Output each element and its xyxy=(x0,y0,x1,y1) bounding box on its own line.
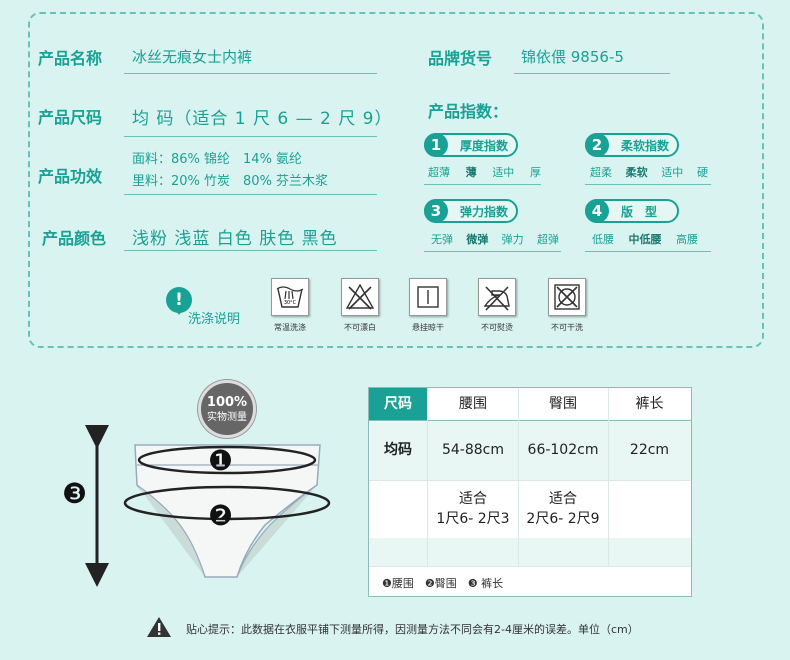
function-fabric: 面料：86% 锦纶 14% 氨纶 xyxy=(132,152,303,167)
hand-wash-30-icon: 30°C xyxy=(271,278,309,316)
divider xyxy=(427,388,428,566)
care-label: 悬挂晾干 xyxy=(412,323,444,332)
product-name-label: 产品名称 xyxy=(38,49,103,68)
softness-scale: 超柔 柔软 适中 硬 xyxy=(590,164,708,180)
table-header-waist: 腰围 xyxy=(459,396,487,412)
scale-item: 高腰 xyxy=(676,233,698,246)
no-iron-icon xyxy=(478,278,516,316)
table-cell: 适合 1尺6- 2尺3 xyxy=(436,491,510,527)
badge-percent: 100% xyxy=(206,394,248,410)
table-header-hip: 臀围 xyxy=(549,396,577,412)
table-header-length: 裤长 xyxy=(635,396,664,412)
scale-item: 低腰 xyxy=(592,233,614,246)
no-bleach-icon xyxy=(341,278,379,316)
hip-measure-arc xyxy=(123,485,331,521)
scale-item-selected: 微弹 xyxy=(466,233,489,246)
pill-label: 弹力指数 xyxy=(460,204,509,219)
scale-item-selected: 中低腰 xyxy=(628,233,662,246)
divider xyxy=(369,480,691,481)
divider xyxy=(424,184,541,185)
measure-badge: 100% 实物测量 xyxy=(198,380,256,438)
waist-measure-arc xyxy=(137,445,317,475)
table-header-size: 尺码 xyxy=(369,388,427,420)
divider xyxy=(608,388,609,566)
line-dry-icon xyxy=(409,278,447,316)
size-value: 均 码（适合 1 尺 6 — 2 尺 9） xyxy=(132,109,393,129)
scale-item: 超薄 xyxy=(428,166,450,179)
care-label: 不可漂白 xyxy=(344,323,376,332)
product-info-card xyxy=(28,12,764,348)
hip-marker: ❷ xyxy=(208,499,234,532)
scale-item: 无弹 xyxy=(431,233,453,246)
size-label: 产品尺码 xyxy=(38,108,103,127)
index-number: 3 xyxy=(424,199,448,223)
function-lining: 里料：20% 竹炭 80% 芬兰木浆 xyxy=(132,174,329,189)
badge-text: 实物测量 xyxy=(207,411,247,423)
no-dry-clean-icon xyxy=(548,278,586,316)
scale-item: 弹力 xyxy=(501,233,524,246)
divider xyxy=(369,420,691,421)
temperature-text: 30°C xyxy=(284,300,297,306)
elasticity-scale: 无弹 微弹 弹力 超弹 xyxy=(431,231,559,247)
function-label: 产品功效 xyxy=(38,167,103,186)
index-title: 产品指数： xyxy=(428,102,509,121)
care-label: 不可干洗 xyxy=(551,323,583,332)
divider xyxy=(124,73,377,74)
table-row xyxy=(369,538,691,566)
divider xyxy=(518,388,519,566)
length-marker: ❸ xyxy=(62,477,88,510)
brand-value: 锦依偎 9856-5 xyxy=(521,48,624,66)
index-number: 2 xyxy=(585,133,609,157)
scale-item: 厚 xyxy=(529,166,541,179)
color-label: 产品颜色 xyxy=(42,229,107,248)
table-legend: ❶腰围 ❷臀围 ❸ 裤长 xyxy=(382,577,504,590)
care-title: 洗涤说明 xyxy=(188,312,241,327)
thickness-scale: 超薄 薄 适中 厚 xyxy=(428,164,541,180)
pill-label: 版 型 xyxy=(621,204,658,219)
pill-label: 柔软指数 xyxy=(621,138,670,153)
index-number: 1 xyxy=(424,133,448,157)
scale-item: 适中 xyxy=(492,166,515,179)
divider xyxy=(585,251,711,252)
color-value: 浅粉 浅蓝 白色 肤色 黑色 xyxy=(132,229,338,249)
briefs-illustration xyxy=(85,425,331,587)
care-label: 不可熨烫 xyxy=(481,323,513,332)
pill-label: 厚度指数 xyxy=(460,138,509,153)
divider xyxy=(124,194,377,195)
scale-item: 超弹 xyxy=(536,233,559,246)
divider xyxy=(369,566,691,567)
brand-label: 品牌货号 xyxy=(428,49,493,68)
waist-marker: ❶ xyxy=(208,444,234,477)
scale-item-selected: 薄 xyxy=(465,166,477,179)
divider xyxy=(124,136,377,137)
table-cell: 均码 xyxy=(384,442,412,458)
care-label: 常温洗涤 xyxy=(274,323,306,332)
divider xyxy=(124,250,377,251)
divider xyxy=(424,251,561,252)
table-cell: 22cm xyxy=(629,442,670,458)
divider xyxy=(585,184,711,185)
scale-item: 适中 xyxy=(661,166,684,179)
table-cell: 66-102cm xyxy=(527,442,599,458)
scale-item-selected: 柔软 xyxy=(625,166,648,179)
warning-icon xyxy=(147,617,171,637)
divider xyxy=(514,73,670,74)
notice-text: 贴心提示：此数据在衣服平铺下测量所得，因测量方法不同会有2-4厘米的误差。单位（… xyxy=(186,623,639,636)
alert-icon-tail xyxy=(174,308,184,315)
table-cell: 54-88cm xyxy=(441,442,504,458)
scale-item: 硬 xyxy=(696,166,708,179)
product-name-value: 冰丝无痕女士内裤 xyxy=(132,48,253,66)
table-row xyxy=(369,420,691,480)
scale-item: 超柔 xyxy=(590,166,612,179)
table-cell: 适合 2尺6- 2尺9 xyxy=(526,491,600,527)
index-number: 4 xyxy=(585,199,609,223)
fit-scale: 低腰 中低腰 高腰 xyxy=(592,231,698,247)
